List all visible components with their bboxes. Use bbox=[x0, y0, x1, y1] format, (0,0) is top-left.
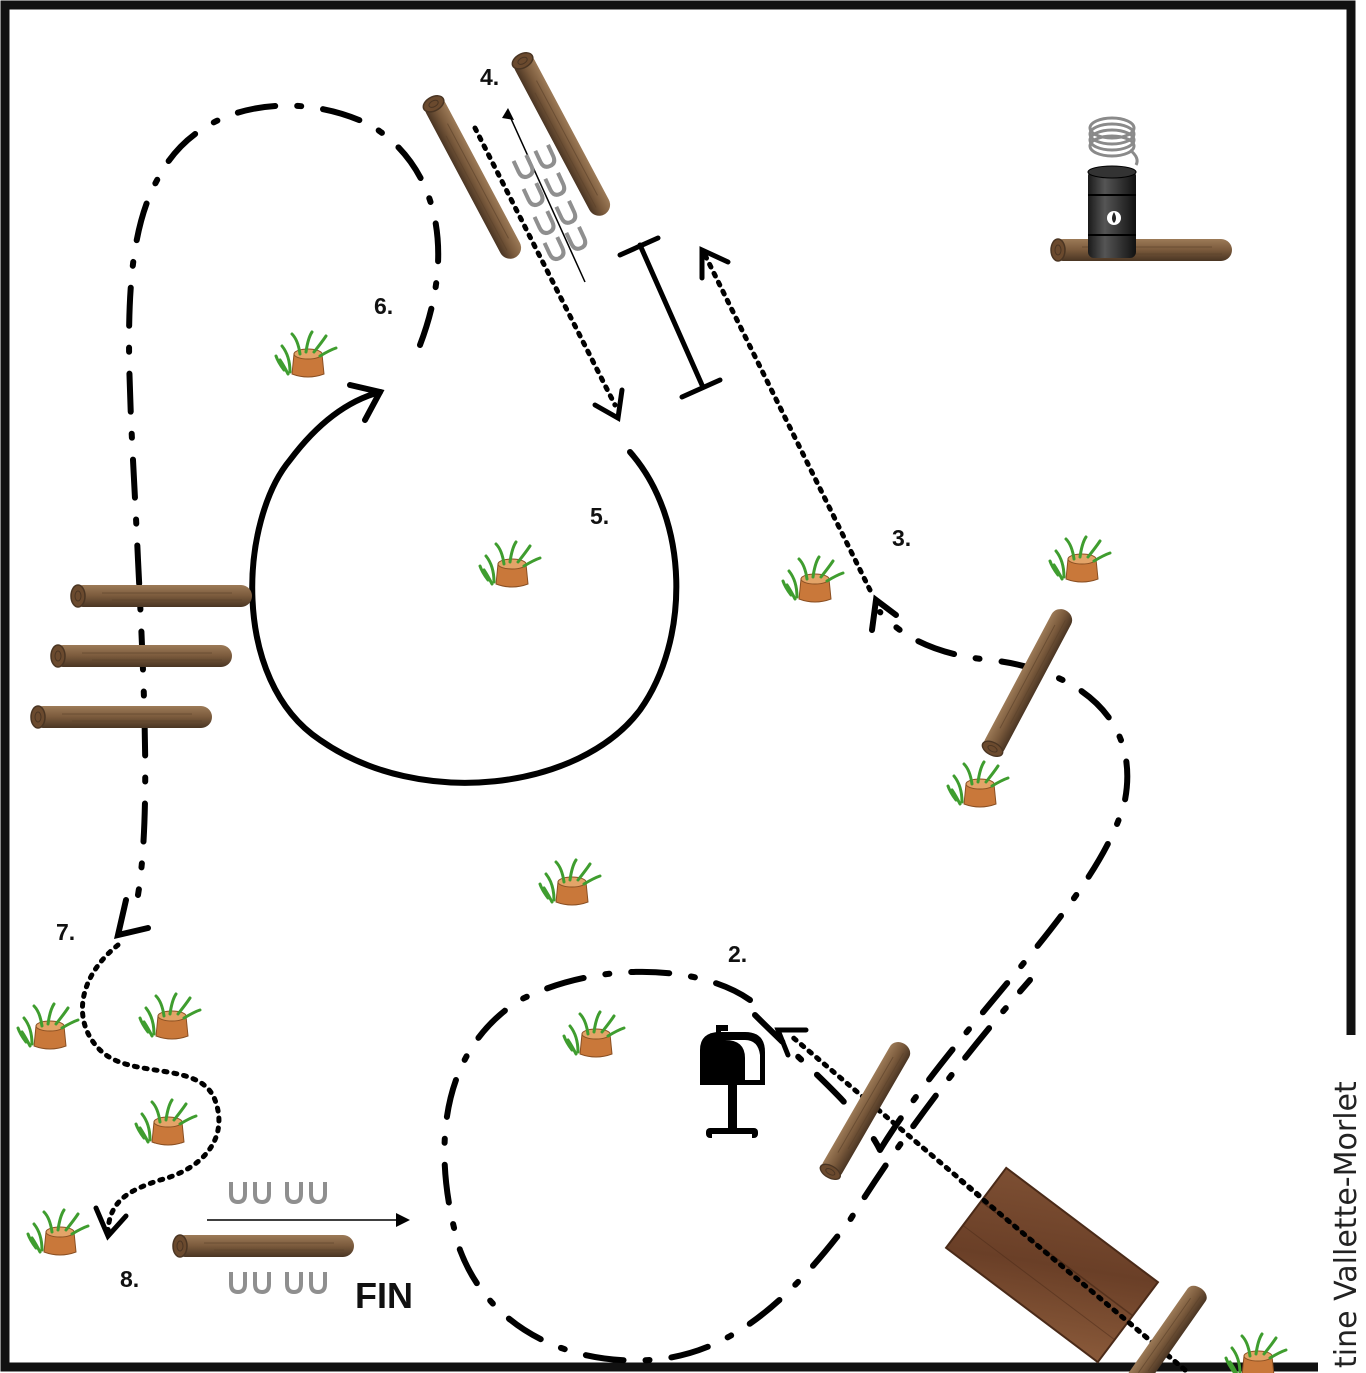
oil-barrel-icon bbox=[1088, 166, 1136, 258]
log-icon bbox=[173, 1235, 354, 1257]
log-icon bbox=[51, 645, 232, 667]
log-icon bbox=[1051, 239, 1232, 261]
stump-icon bbox=[480, 542, 540, 587]
path-segment-3-4 bbox=[705, 255, 870, 590]
step-label-2: 2. bbox=[728, 941, 747, 967]
mailbox-icon bbox=[700, 1025, 765, 1139]
gate-bar-icon bbox=[620, 238, 720, 397]
path-segment-6-7 bbox=[129, 106, 438, 895]
stump-icon bbox=[1050, 537, 1110, 582]
stump-icon bbox=[28, 1210, 88, 1255]
path-segment-2-3 bbox=[755, 612, 1127, 1150]
step-label-4: 4. bbox=[480, 64, 499, 90]
lane-arrowhead bbox=[502, 108, 514, 120]
stump-icon bbox=[18, 1004, 78, 1049]
course-border bbox=[5, 5, 1351, 1367]
arrowhead-3 bbox=[872, 600, 896, 630]
log-icon bbox=[31, 706, 212, 728]
arrowhead-7 bbox=[118, 900, 148, 935]
horseshoe-icon bbox=[514, 145, 557, 179]
log-icon bbox=[818, 1038, 914, 1182]
rope-coil-icon bbox=[1090, 118, 1137, 165]
horseshoe-icon bbox=[231, 1182, 269, 1202]
path-segment-7-8 bbox=[82, 945, 218, 1230]
horseshoe-icon bbox=[524, 173, 567, 207]
step-label-5: 5. bbox=[590, 503, 609, 529]
finish-label: FIN bbox=[355, 1275, 413, 1316]
path-segment-4-5 bbox=[475, 128, 615, 405]
stump-icon bbox=[540, 860, 600, 905]
step-label-6: 6. bbox=[374, 293, 393, 319]
stump-icon bbox=[564, 1012, 624, 1057]
finish-arrowhead bbox=[396, 1213, 410, 1227]
step-label-7: 7. bbox=[56, 919, 75, 945]
circle-5 bbox=[252, 392, 676, 783]
horseshoe-icon bbox=[287, 1182, 325, 1202]
stump-icon bbox=[140, 994, 200, 1039]
horseshoe-icon bbox=[231, 1272, 269, 1292]
stump-icon bbox=[948, 762, 1008, 807]
horseshoe-icon bbox=[287, 1272, 325, 1292]
step-label-8: 8. bbox=[120, 1266, 139, 1292]
step-label-3: 3. bbox=[892, 525, 911, 551]
credit-text: tine Vallette-Morlet bbox=[1329, 1081, 1364, 1368]
log-icon bbox=[71, 585, 252, 607]
stump-icon bbox=[783, 557, 843, 602]
circle-2 bbox=[444, 972, 1030, 1361]
stump-icon bbox=[276, 332, 336, 377]
stump-icon bbox=[136, 1100, 196, 1145]
